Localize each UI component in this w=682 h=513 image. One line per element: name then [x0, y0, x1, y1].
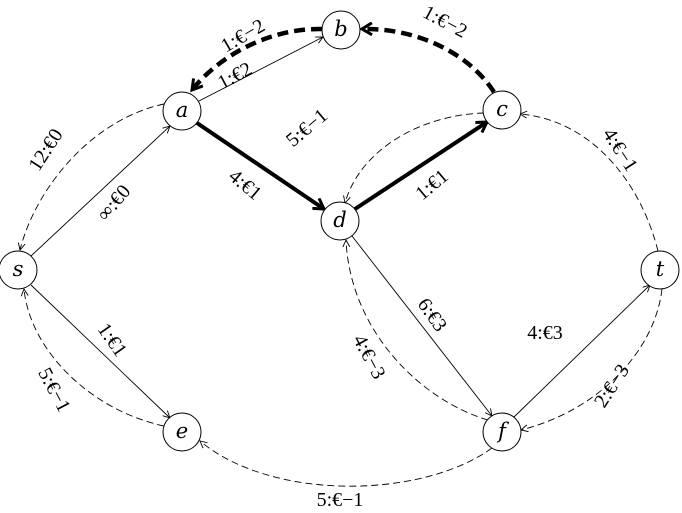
edge-b-a: [192, 26, 323, 90]
node-d-label: d: [333, 208, 346, 232]
edge-f-d: [346, 240, 489, 421]
edge-d-f: [351, 235, 492, 416]
label-c-b: 1:€−2: [419, 1, 471, 42]
edge-a-s: [20, 103, 165, 250]
label-a-s: 12:€0: [24, 125, 67, 175]
edge-c-d: [345, 112, 485, 203]
node-c-label: c: [496, 97, 508, 121]
label-d-c: 1:€1: [411, 165, 452, 205]
node-t: t: [640, 250, 680, 290]
label-t-f: 2:€−3: [590, 360, 634, 411]
node-f-label: f: [496, 419, 509, 443]
node-t-label: t: [656, 257, 665, 281]
label-b-a: 1:€−2: [217, 15, 269, 57]
edge-c-b: [362, 29, 496, 94]
edge-f-t: [513, 285, 650, 418]
edge-t-f: [521, 288, 663, 430]
label-t-c: 4:€−1: [598, 124, 642, 175]
node-c: c: [482, 90, 522, 130]
label-f-t: 4:€3: [527, 322, 563, 344]
label-d-f: 6:€3: [413, 294, 451, 336]
edge-a-d: [195, 121, 324, 211]
edge-t-c: [520, 114, 659, 252]
label-s-a: ∞:€0: [93, 181, 135, 226]
node-s: s: [0, 250, 38, 290]
node-e: e: [162, 412, 202, 452]
node-a: a: [162, 91, 202, 131]
label-c-d: 5:€−1: [282, 105, 332, 152]
edge-a-b: [198, 37, 323, 102]
node-f: f: [482, 412, 522, 452]
node-a-label: a: [176, 98, 189, 122]
edge-f-e: [200, 441, 493, 487]
node-d: d: [320, 201, 360, 241]
label-e-s: 5:€−1: [33, 364, 74, 416]
node-e-label: e: [176, 419, 188, 443]
edge-s-a: [30, 126, 170, 257]
edge-s-e: [30, 284, 170, 418]
node-b-label: b: [334, 17, 347, 41]
edge-e-s: [24, 289, 165, 427]
edge-d-c: [353, 120, 487, 211]
label-a-d: 4:€1: [224, 165, 265, 205]
node-b: b: [321, 10, 361, 50]
label-s-e: 1:€1: [93, 319, 131, 361]
node-s-label: s: [13, 257, 24, 281]
label-f-d: 4:€−3: [348, 331, 389, 383]
label-f-e: 5:€−1: [317, 489, 364, 511]
